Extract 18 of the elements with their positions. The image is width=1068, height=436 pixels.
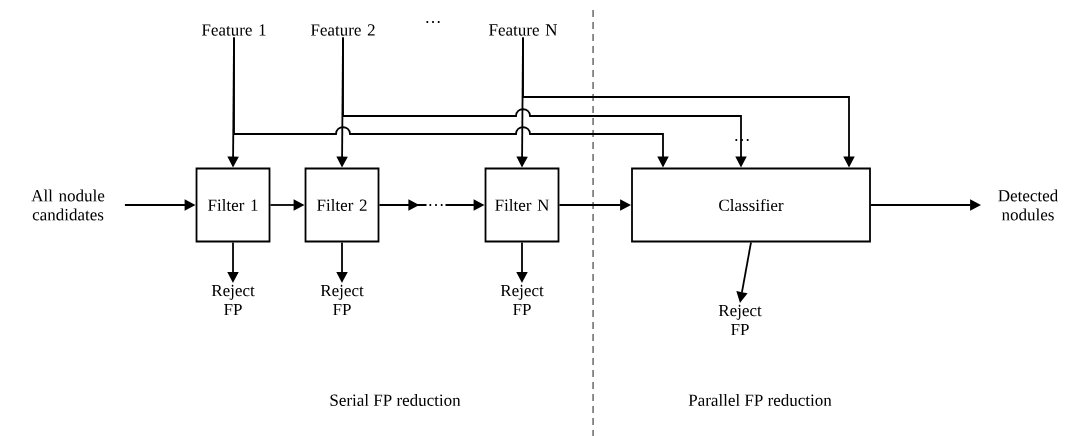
node-text: Reject FP [500,284,544,316]
node-text: Feature N [489,24,558,36]
node-text: Feature 2 [310,24,375,36]
node-text: Reject FP [718,304,762,336]
node-text: Feature 1 [201,24,266,36]
node-text: Reject FP [320,284,364,316]
section-label: Serial FP reduction [330,394,461,406]
section-label: Parallel FP reduction [688,394,832,406]
node-text: Detected nodules [998,189,1058,221]
node-text: All nodule candidates [31,189,105,221]
filter-box: Filter 1 [195,167,271,243]
ellipsis: … [426,21,440,23]
ellipsis: … [735,139,749,141]
edge-label: … [429,204,443,206]
classifier-box: Classifier [631,167,871,243]
filter-box: Filter 2 [304,167,380,243]
filter-box: Filter N [484,167,560,243]
node-text: Reject FP [211,284,255,316]
